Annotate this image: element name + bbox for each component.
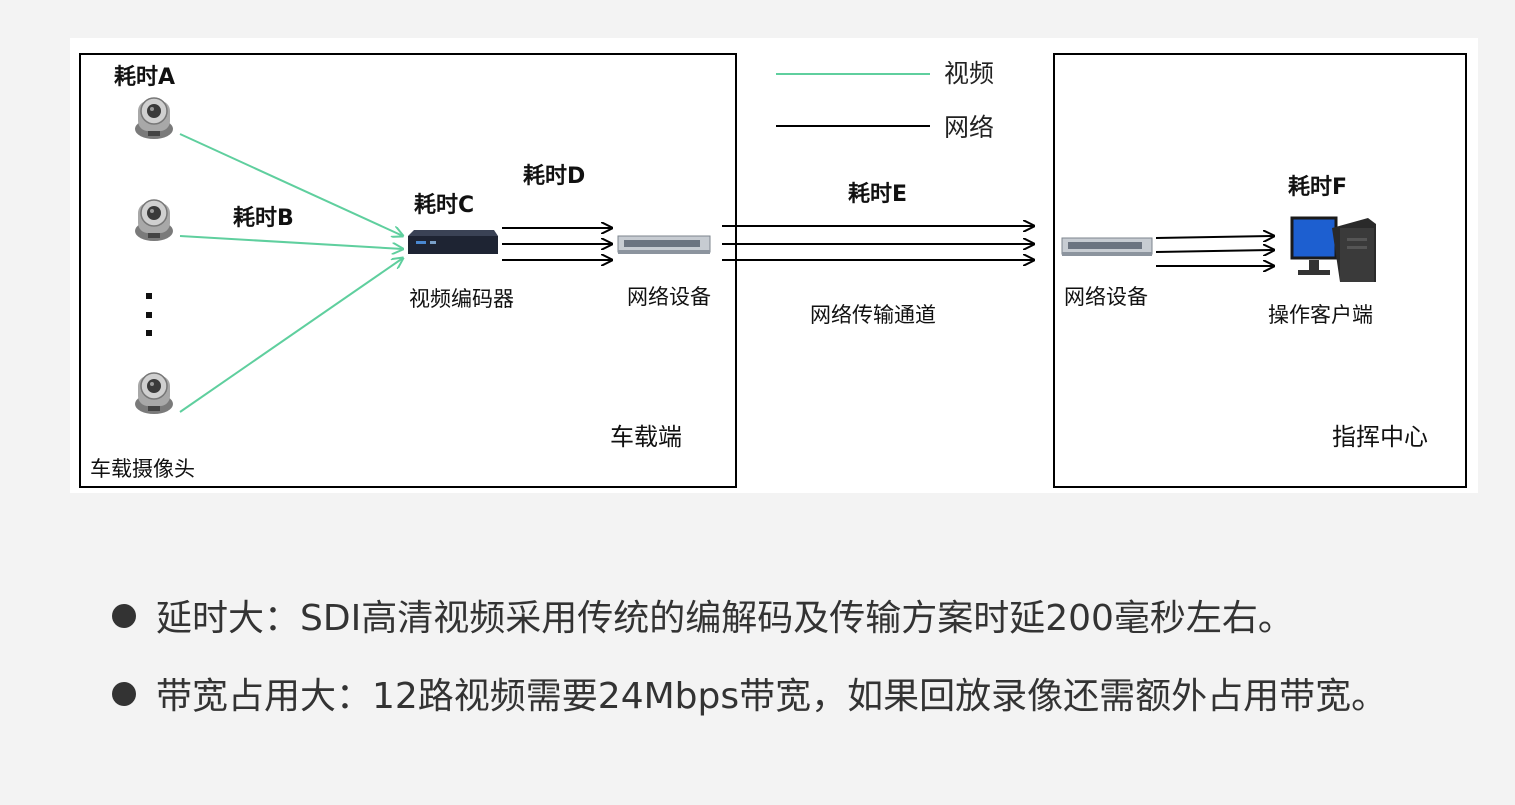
video-line xyxy=(179,258,403,413)
video-line xyxy=(179,235,403,249)
bullet-dot-icon xyxy=(112,682,136,706)
bullet-item: 带宽占用大：12路视频需要24Mbps带宽，如果回放录像还需额外占用带宽。 xyxy=(112,658,1452,736)
camera-icon xyxy=(134,199,174,242)
network-line xyxy=(1155,236,1274,238)
legend-video-label: 视频 xyxy=(944,59,994,88)
ellipsis-dots xyxy=(146,293,152,336)
timing-label-c: 耗时C xyxy=(414,192,474,218)
network-device-right-label: 网络设备 xyxy=(1064,285,1148,309)
bullet-dot-icon xyxy=(112,604,136,628)
camera-icon xyxy=(134,372,174,415)
command-center-label: 指挥中心 xyxy=(1332,423,1428,451)
bullet-list: 延时大：SDI高清视频采用传统的编解码及传输方案时延200毫秒左右。 带宽占用大… xyxy=(112,580,1452,736)
camera-icon xyxy=(134,97,174,140)
timing-label-a: 耗时A xyxy=(114,64,175,90)
bullet-text: 带宽占用大：12路视频需要24Mbps带宽，如果回放录像还需额外占用带宽。 xyxy=(156,676,1388,717)
timing-label-b: 耗时B xyxy=(233,205,294,231)
network-switch-icon xyxy=(1061,237,1153,256)
network-switch-icon xyxy=(617,235,711,254)
channel-label: 网络传输通道 xyxy=(810,303,936,327)
encoder-icon xyxy=(408,230,498,254)
latency-diagram: 视频 网络 xyxy=(70,38,1478,493)
video-line xyxy=(179,133,403,236)
timing-label-e: 耗时E xyxy=(848,181,907,207)
diagram-canvas: 视频 网络 xyxy=(79,53,1467,488)
legend-network-label: 网络 xyxy=(944,113,994,142)
command-center-frame xyxy=(1053,53,1467,488)
encoder-label: 视频编码器 xyxy=(409,287,514,311)
vehicle-end-label: 车载端 xyxy=(610,423,682,451)
network-device-left-label: 网络设备 xyxy=(627,285,711,309)
computer-icon xyxy=(1290,216,1376,282)
client-label: 操作客户端 xyxy=(1268,303,1373,327)
network-line xyxy=(1155,250,1274,252)
camera-label: 车载摄像头 xyxy=(90,457,195,481)
timing-label-d: 耗时D xyxy=(523,163,585,189)
bullet-text: 延时大：SDI高清视频采用传统的编解码及传输方案时延200毫秒左右。 xyxy=(156,598,1294,639)
bullet-item: 延时大：SDI高清视频采用传统的编解码及传输方案时延200毫秒左右。 xyxy=(112,580,1452,658)
vehicle-end-frame xyxy=(79,53,737,488)
timing-label-f: 耗时F xyxy=(1288,174,1347,200)
